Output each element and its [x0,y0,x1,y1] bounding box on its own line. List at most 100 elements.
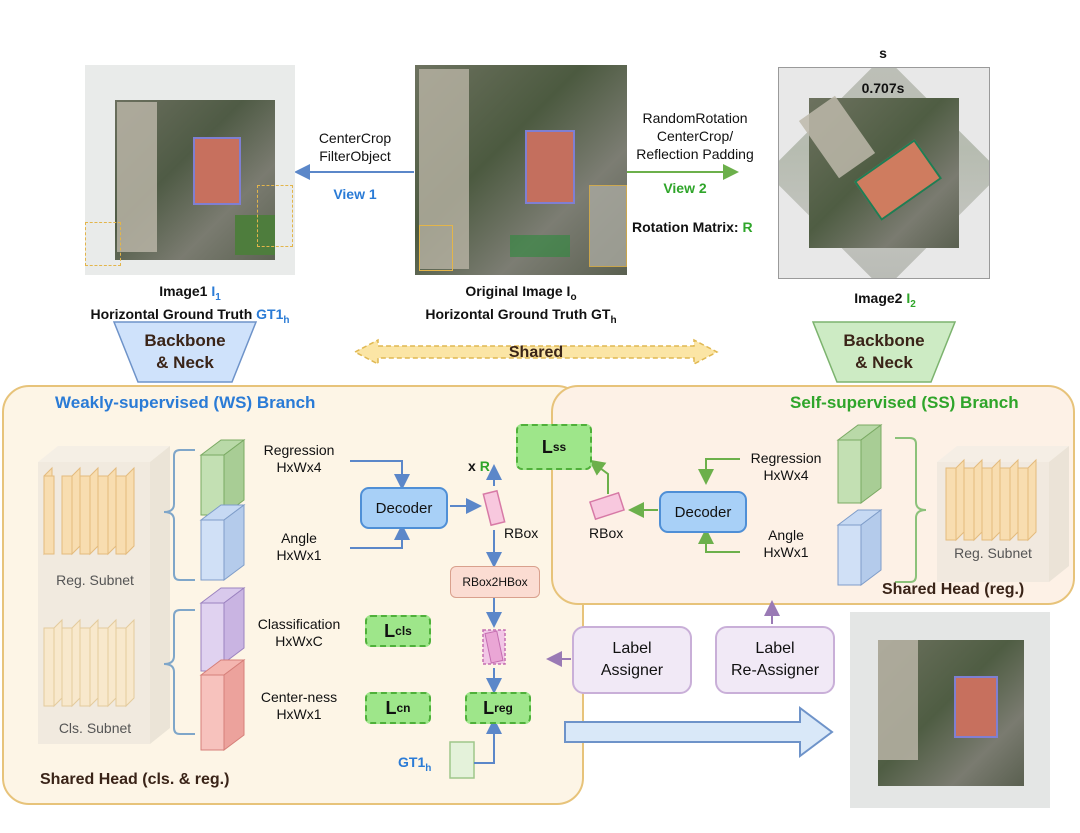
ss-angle-name: Angle [768,527,804,543]
ws-regression-dim: HxWx4 [276,459,322,475]
ws-centerness-map [199,659,246,751]
ws-reg-subnet-layers [43,466,135,556]
ss-reg-subnet-layers [945,458,1037,542]
label-reassigner-line1: Label [755,640,795,657]
shared-arrow [353,338,719,366]
big-arrow [564,706,834,758]
image1-symbol: I [211,283,216,299]
backbone-right-shape [811,321,957,383]
backbone-right-line2: & Neck [855,353,913,372]
view2-op3: Reflection Padding [636,146,754,162]
view1-op2: FilterObject [319,148,391,164]
image2-label: Image2 [854,290,907,306]
xR-text: x [468,458,480,474]
ws-shared-head-title: Shared Head (cls. & reg.) [40,771,230,788]
ws-branch-title: Weakly-supervised (WS) Branch [55,393,316,412]
ss-reg-subnet-label: Reg. Subnet [954,545,1032,561]
image2-symbol: I [906,290,911,306]
image1-caption: Image1 I1 Horizontal Ground Truth GT1h [60,283,320,329]
ws-decoder: Decoder [360,487,448,529]
label-reassigner-line2: Re-Assigner [730,662,820,679]
loss-cn-main: L [385,697,397,718]
ws-cls-subnet-label: Cls. Subnet [58,720,132,736]
gt1h-label: GT1h [398,754,431,777]
output-photo [850,612,1050,808]
view1-label: View 1 [333,186,377,202]
backbone-left-line2: & Neck [156,353,214,372]
gt1h-box [449,741,475,779]
view2-op2: CenterCrop/ [656,128,734,144]
image2-photo [778,67,990,279]
original-photo [415,65,627,275]
ss-angle-dim: HxWx1 [763,544,809,560]
gt1h-text: GT1 [398,754,426,770]
image1-gt-label: Horizontal Ground Truth [90,305,257,322]
ws-classification-dim: HxWxC [275,633,323,649]
ss-rbox-label: RBox [589,525,624,541]
rbox2hbox-label: RBox2HBox [462,575,528,589]
xR-symbol: R [479,458,490,474]
loss-reg-main: L [483,697,495,718]
loss-cls-sub: cls [395,624,412,638]
backbone-left-line1: Backbone [144,331,226,350]
ws-classification-name: Classification [257,616,341,632]
original-subscript: o [570,291,577,303]
ss-rbox-shape [589,491,625,521]
brace-cls [163,609,195,735]
ws-centerness-dim: HxWx1 [276,706,322,722]
image1-label: Image1 [159,283,212,299]
ws-classification-map [199,587,246,672]
original-label: Original Image I [465,283,571,299]
s-label: s [879,45,887,61]
image1-gt-subscript: h [283,314,290,326]
ss-regression-dim: HxWx4 [763,467,809,483]
view2-label: View 2 [663,180,707,196]
original-gt-subscript: h [610,314,617,326]
backbone-right-label: Backbone & Neck [813,330,955,374]
ws-regression-map [199,439,246,516]
ws-angle-dim: HxWx1 [276,547,322,563]
ss-regression-map [836,424,883,504]
ss-decoder: Decoder [659,491,747,533]
image1-photo [85,65,295,275]
s707-label: 0.707s [861,80,905,96]
loss-cn-sub: cn [396,701,411,715]
image2-caption: Image2 I2 [820,290,950,313]
label-assigner-line1: Label [612,640,652,657]
ws-angle-name: Angle [281,530,317,546]
ws-centerness-name: Center-ness [260,689,338,705]
image1-subscript: 1 [215,291,221,303]
rotation-text: Rotation Matrix: [632,219,743,235]
ws-reg-subnet-label: Reg. Subnet [56,572,134,588]
xR-label: x R [468,458,490,475]
view2-op1: RandomRotation [642,110,748,126]
backbone-right-line1: Backbone [843,331,925,350]
loss-reg-sub: reg [494,701,513,715]
loss-ss-sub: ss [552,440,567,454]
loss-cls-main: L [384,620,396,641]
ws-rbox-label: RBox [504,525,539,541]
ws-cls-subnet-layers [43,618,135,708]
gt1h-subscript: h [425,762,432,774]
ss-angle-map [836,509,883,586]
rotation-matrix-label: Rotation Matrix: R [632,219,753,236]
rotation-symbol: R [742,219,753,235]
ws-rbox-shape [482,489,506,527]
ss-regression-name: Regression [750,450,822,466]
image1-gt-symbol: GT1 [256,305,284,322]
ws-regression-name: Regression [263,442,335,458]
shared-label: Shared [508,344,564,361]
ss-shared-head-title: Shared Head (reg.) [882,581,1025,598]
